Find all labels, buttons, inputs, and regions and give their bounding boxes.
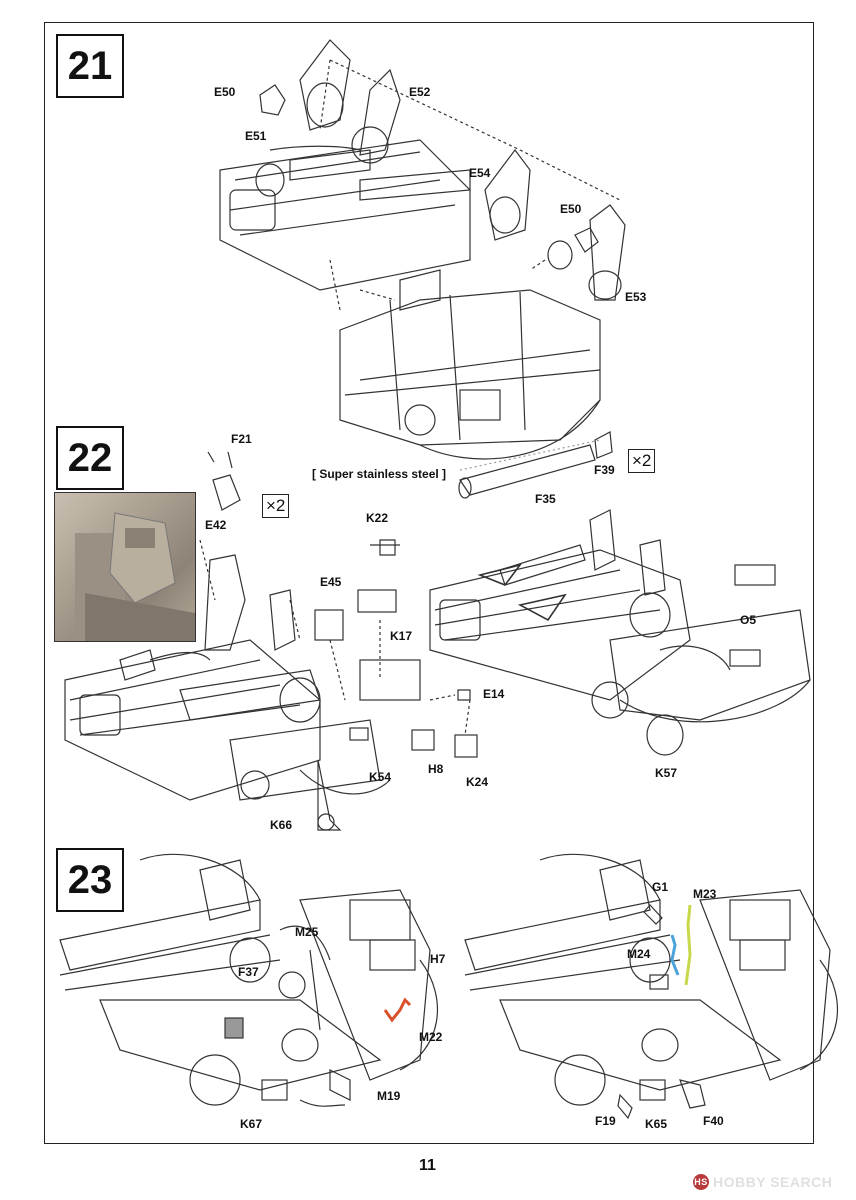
part-label-F37: F37 bbox=[238, 965, 259, 979]
step23-left-drawing bbox=[59, 853, 439, 1107]
part-label-E42: E42 bbox=[205, 518, 227, 532]
part-label-E45: E45 bbox=[320, 575, 342, 589]
part-label-K22: K22 bbox=[366, 511, 389, 525]
part-label-M24: M24 bbox=[627, 947, 651, 961]
step22-right-drawing bbox=[429, 431, 811, 756]
part-label-E53: E53 bbox=[625, 290, 647, 304]
step-23-number: 23 bbox=[56, 848, 124, 912]
step23-blue-part-M24 bbox=[670, 934, 680, 976]
part-label-F40: F40 bbox=[703, 1114, 724, 1128]
part-label-K67: K67 bbox=[240, 1117, 263, 1131]
watermark-logo-icon: HS bbox=[693, 1174, 709, 1190]
reference-photo bbox=[54, 492, 196, 642]
part-label-F35: F35 bbox=[535, 492, 556, 506]
reference-photo-content bbox=[75, 512, 195, 641]
watermark: HS HOBBY SEARCH bbox=[693, 1174, 832, 1190]
part-label-E54: E54 bbox=[469, 166, 491, 180]
part-label-E52: E52 bbox=[409, 85, 431, 99]
part-label-K54: K54 bbox=[369, 770, 392, 784]
part-label-F19: F19 bbox=[595, 1114, 616, 1128]
part-label-H8: H8 bbox=[428, 762, 444, 776]
watermark-text: HOBBY SEARCH bbox=[713, 1174, 833, 1190]
part-label-F21: F21 bbox=[231, 432, 252, 446]
step23-red-part-M22 bbox=[383, 997, 412, 1023]
step-21-number: 21 bbox=[56, 34, 124, 98]
page-number: 11 bbox=[419, 1157, 436, 1174]
part-label-H7: H7 bbox=[430, 952, 446, 966]
quantity-times-two-right: ×2 bbox=[628, 449, 656, 473]
step-22-number: 22 bbox=[56, 426, 124, 490]
page-frame bbox=[44, 22, 814, 1144]
part-label-K66: K66 bbox=[270, 818, 293, 832]
part-label-E51: E51 bbox=[245, 129, 267, 143]
part-label-M23: M23 bbox=[693, 887, 717, 901]
part-label-K57: K57 bbox=[655, 766, 678, 780]
part-label-E50-second: E50 bbox=[560, 202, 582, 216]
part-label-E50: E50 bbox=[214, 85, 236, 99]
part-label-K17: K17 bbox=[390, 629, 413, 643]
part-label-K24: K24 bbox=[466, 775, 489, 789]
quantity-times-two-left: ×2 bbox=[262, 494, 290, 518]
step22-left-drawing bbox=[64, 451, 478, 831]
part-label-O5: O5 bbox=[740, 613, 757, 627]
part-label-G1: G1 bbox=[652, 880, 669, 894]
step23-right-drawing bbox=[464, 853, 839, 1120]
part-label-F39: F39 bbox=[594, 463, 615, 477]
material-note: [ Super stainless steel ] bbox=[312, 467, 447, 481]
part-label-M22: M22 bbox=[419, 1030, 443, 1044]
step23-yellow-part-M23 bbox=[684, 904, 692, 986]
part-label-E14: E14 bbox=[483, 687, 505, 701]
part-label-M25: M25 bbox=[295, 925, 319, 939]
step21-carriage-drawing bbox=[219, 39, 626, 460]
part-label-M19: M19 bbox=[377, 1089, 401, 1103]
part-label-K65: K65 bbox=[645, 1117, 668, 1131]
